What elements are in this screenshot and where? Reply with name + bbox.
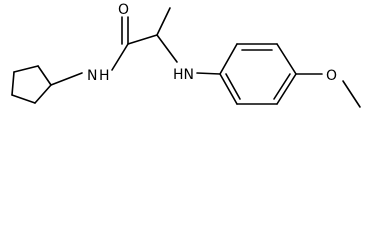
- alpha-to-methyl-bond: [156, 7, 171, 36]
- ring-bond-5: [11, 71, 15, 96]
- amide-nitrogen-label: N: [87, 68, 97, 84]
- amide-hydrogen-label: H: [99, 68, 110, 84]
- methoxyphenyl-ring: [219, 43, 297, 105]
- nitrogen-to-carbonyl-bond: [111, 43, 129, 71]
- aryl-bond-1: [219, 43, 238, 75]
- alpha-to-amine-bond: [156, 34, 178, 63]
- methoxy-oxygen-label: O: [326, 68, 337, 84]
- methoxy-oxygen-to-methyl-bond: [342, 80, 361, 108]
- ring-bond-2: [34, 84, 52, 104]
- aryl-bond-6: [219, 73, 238, 105]
- ring-bond-1: [11, 94, 36, 104]
- cyclopentyl-ring: [11, 65, 52, 104]
- aryl-inner-bond-3: [225, 73, 241, 100]
- carbonyl-oxygen-label: O: [118, 2, 129, 18]
- amine-label: HN: [173, 67, 194, 83]
- chemical-structure: O N H HN O: [11, 2, 361, 108]
- aryl-bond-4: [276, 73, 297, 105]
- aryl-inner-bond-2: [273, 73, 291, 100]
- carbonyl-to-alpha-bond: [127, 34, 158, 45]
- amine-to-aryl-bond: [196, 72, 221, 75]
- aryl-bond-3: [276, 43, 297, 75]
- ring-bond-3: [37, 65, 52, 86]
- cyclopentyl-to-nitrogen-bond: [50, 72, 83, 86]
- ring-bond-4: [13, 65, 39, 73]
